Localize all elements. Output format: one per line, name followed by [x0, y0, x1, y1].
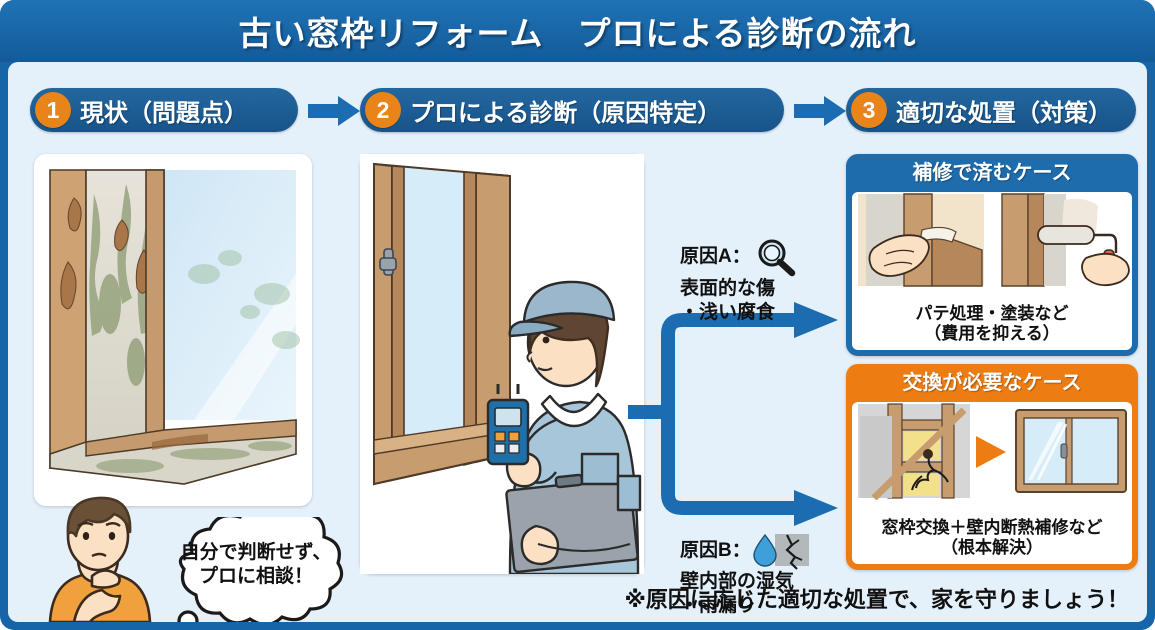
cause-b-line3: ・雨漏り [680, 594, 757, 616]
cause-b-line2: 壁内部の湿気 [680, 571, 795, 592]
step-label-1: 現状（問題点） [80, 99, 248, 127]
step-header-row: 1 現状（問題点） 2 プロによる診断（原因特定） 3 適切な処置（対策） [8, 88, 1147, 136]
result-repair-header: 補修で済むケース [912, 161, 1072, 184]
professional-inspection-illustration [360, 154, 644, 576]
result-replace-header: 交換が必要なケース [902, 371, 1082, 394]
result-card-replace[interactable]: 交換が必要なケース [846, 364, 1138, 570]
magnifier-icon [758, 239, 795, 277]
step-arrow-2-to-3-icon [794, 96, 846, 126]
result-replace-body: 窓枠交換＋壁内断熱補修など （根本解決） [852, 402, 1132, 564]
page-title: 古い窓枠リフォーム プロによる診断の流れ [238, 15, 917, 52]
cause-a-title: 原因A： [680, 246, 751, 268]
result-replace-caption: 窓枠交換＋壁内断熱補修など （根本解決） [852, 518, 1132, 559]
thought-bubble-text: 自分で判断せず、 プロに相談！ [158, 517, 354, 613]
thought-bubble-shape-icon [177, 517, 344, 622]
water-drop-crack-icon [753, 533, 809, 570]
step-pill-3[interactable]: 3 適切な処置（対策） [846, 88, 1136, 132]
step-number-3: 3 [851, 92, 887, 128]
result-repair-caption-line2: （費用を抑える） [924, 324, 1060, 344]
cause-a-line3: ・浅い腐食 [680, 301, 776, 323]
thought-bubble: 自分で判断せず、 プロに相談！ [158, 517, 354, 622]
step2-image-card [360, 154, 644, 576]
result-replace-caption-line2: （根本解決） [941, 538, 1043, 558]
step-arrow-1-to-2-icon [308, 96, 360, 126]
step-number-2: 2 [365, 92, 401, 128]
bubble-line-1: 自分で判断せず、 [180, 541, 332, 563]
step-pill-2[interactable]: 2 プロによる診断（原因特定） [360, 88, 784, 132]
content-canvas: 1 現状（問題点） 2 プロによる診断（原因特定） 3 適切な処置（対策） [8, 62, 1147, 622]
cause-b-label: 原因B： 壁内部の湿気 ・雨漏り [680, 532, 811, 617]
cause-b-title: 原因B： [680, 540, 751, 562]
cause-a-line2: 表面的な傷 [680, 278, 776, 299]
step1-image-card [34, 154, 312, 506]
result-repair-body: パテ処理・塗装など （費用を抑える） [852, 192, 1132, 350]
step-label-3: 適切な処置（対策） [896, 99, 1112, 127]
result-card-repair[interactable]: 補修で済むケース [846, 154, 1138, 356]
step-number-1: 1 [35, 92, 71, 128]
result-repair-caption-line1: パテ処理・塗装など [915, 303, 1069, 323]
step-label-2: プロによる診断（原因特定） [410, 99, 722, 127]
damaged-window-frame-illustration [48, 168, 300, 485]
footer-note: ※原因に応じた適切な処置で、家を守りましょう！ [624, 587, 1129, 612]
worried-person-illustration [48, 496, 152, 622]
title-bar: 古い窓枠リフォーム プロによる診断の流れ [0, 0, 1155, 62]
cause-a-label: 原因A： 表面的な傷 ・浅い腐食 [680, 237, 797, 324]
result-repair-caption: パテ処理・塗装など （費用を抑える） [852, 304, 1132, 345]
wall-structure-to-new-window-illustration [858, 403, 1127, 500]
putty-and-painting-illustration [858, 193, 1130, 287]
step-pill-1[interactable]: 1 現状（問題点） [30, 88, 298, 132]
bubble-line-2: プロに相談！ [198, 566, 313, 587]
result-replace-caption-line1: 窓枠交換＋壁内断熱補修など [881, 517, 1103, 537]
branching-flow-arrow-icon [628, 302, 838, 526]
